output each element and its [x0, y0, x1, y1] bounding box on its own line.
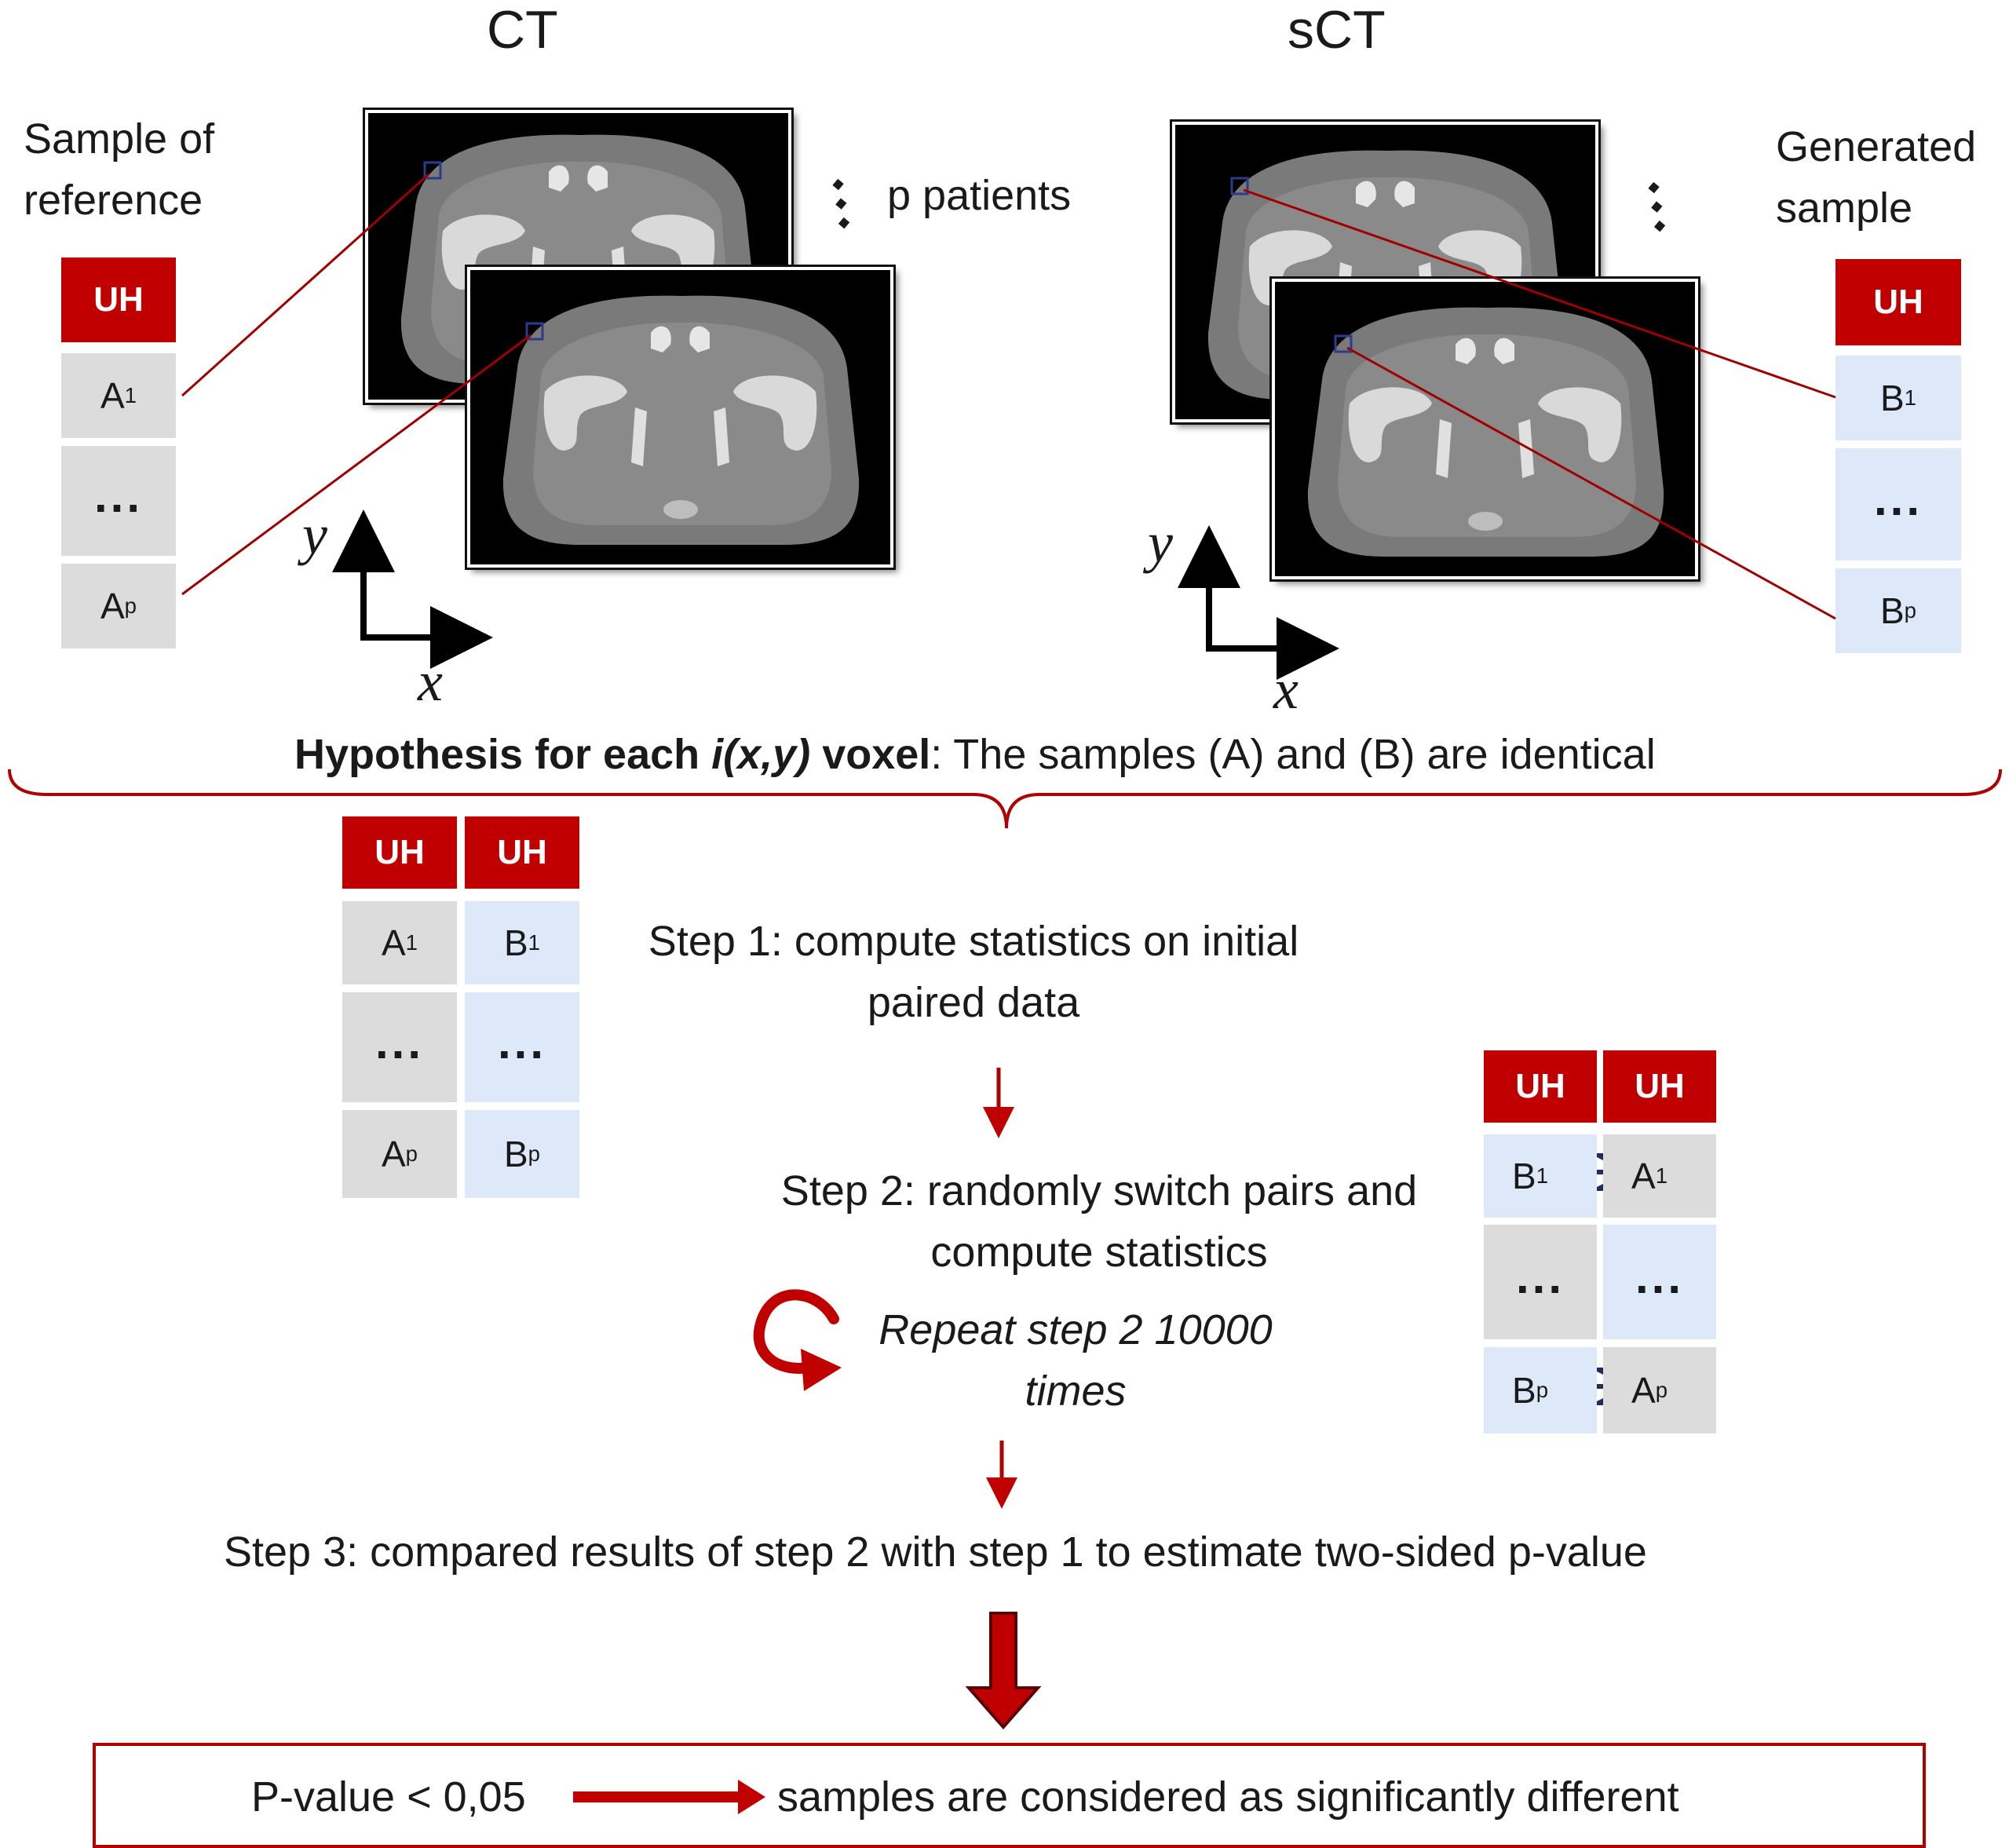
paired-cell-a-ellipsis: ...	[342, 992, 457, 1102]
x-axis-label-sct: x	[1273, 658, 1299, 721]
paired-table-header-b: UH	[465, 816, 579, 889]
generated-table-header: UH	[1835, 259, 1961, 345]
big-down-arrow-icon	[965, 1612, 1042, 1730]
voxel-marker-sct-front	[1334, 334, 1353, 353]
step3-text: Step 3: compared results of step 2 with …	[224, 1528, 1647, 1576]
patients-label: p patients	[887, 172, 1072, 219]
result-conclusion: samples are considered as significantly …	[777, 1773, 1679, 1821]
y-axis-label-ct: y	[302, 503, 327, 566]
hypothesis-brace	[8, 769, 2002, 829]
paired-cell-b-ellipsis: ...	[465, 992, 579, 1102]
switched-table-header-2: UH	[1603, 1050, 1716, 1123]
hypothesis-statement: Hypothesis for each i(x,y) voxel: The sa…	[294, 731, 1656, 778]
x-axis-label-ct: x	[418, 650, 443, 713]
connector-b1	[1243, 188, 1836, 399]
repeat-loop-arrow-icon	[753, 1289, 839, 1374]
switched-table-header-1: UH	[1484, 1050, 1597, 1123]
connector-ap	[181, 334, 531, 596]
voxel-marker-sct-back	[1230, 177, 1249, 195]
ct-title: CT	[487, 0, 558, 60]
y-axis-label-sct: y	[1148, 511, 1173, 574]
repeat-loop-arrowhead	[801, 1349, 842, 1391]
reference-cell-ellipsis: ...	[61, 446, 176, 556]
switched-cell-ellipsis-1: ...	[1484, 1225, 1597, 1339]
voxel-marker-ct-front	[525, 322, 544, 341]
connector-bp	[1346, 346, 1836, 620]
ct-scan-image-front	[465, 265, 896, 570]
switched-cell-ellipsis-2: ...	[1603, 1225, 1716, 1339]
connector-a1	[181, 173, 430, 397]
generated-cell-ellipsis: ...	[1835, 448, 1961, 561]
paired-table-header-a: UH	[342, 816, 457, 889]
reference-table-header: UH	[61, 257, 176, 342]
sct-title: sCT	[1288, 0, 1386, 60]
voxel-marker-ct-back	[423, 161, 442, 180]
result-arrow-icon	[738, 1780, 765, 1814]
sct-scan-image-front	[1269, 276, 1700, 582]
pvalue-condition: P-value < 0,05	[251, 1773, 526, 1821]
